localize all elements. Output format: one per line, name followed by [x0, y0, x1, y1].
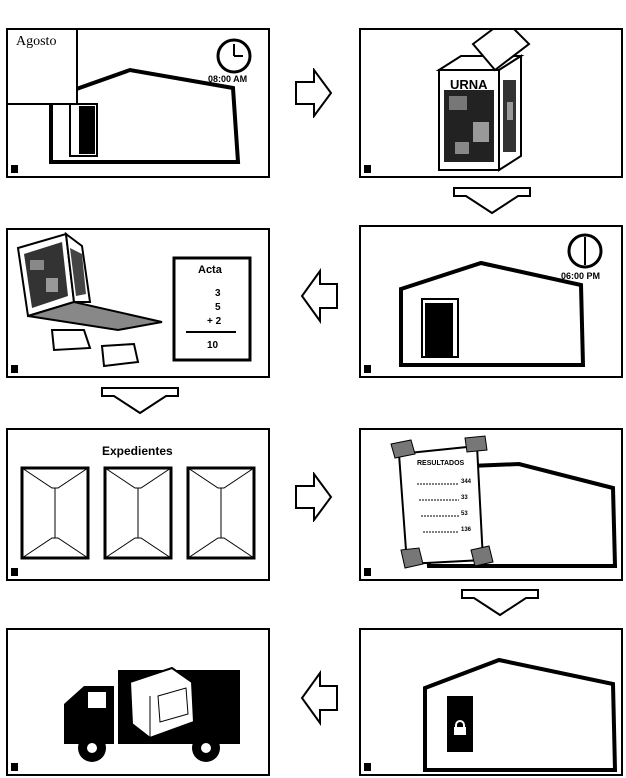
panel-case-files: Expedientes: [6, 428, 270, 581]
ballot-box-label: URNA: [450, 77, 488, 92]
closing-time-label: 06:00 PM: [561, 271, 601, 281]
calendar-month-label: Agosto: [16, 34, 57, 49]
panel-station-locked: [359, 628, 623, 776]
ballot-box-icon: [435, 30, 531, 172]
panel-number-badge: [364, 568, 371, 576]
panel-number-badge: [11, 165, 18, 173]
results-poster-title: RESULTADOS: [417, 460, 465, 467]
panel-number-badge: [364, 165, 371, 173]
arrow-left-icon: [300, 670, 338, 726]
arrow-down-icon: [461, 589, 539, 617]
tally-total: 10: [207, 340, 219, 351]
polling-station-locked-illustration: [423, 657, 618, 772]
panel-voting: URNA: [359, 28, 623, 178]
panel-polling-station-closing: 06:00 PM: [359, 225, 623, 378]
tally-value: 5: [215, 302, 221, 313]
arrow-down-icon: [453, 187, 531, 215]
truck-icon: [64, 666, 240, 762]
tally-value: + 2: [207, 316, 222, 327]
calendar-icon: Agosto: [8, 30, 78, 105]
envelope-icon: [20, 466, 256, 560]
panel-number-badge: [364, 365, 371, 373]
panel-number-badge: [364, 763, 371, 771]
arrow-left-icon: [300, 268, 338, 324]
case-files-title: Expedientes: [102, 444, 173, 458]
panel-polling-station-opening: Agosto 08:00 AM: [6, 28, 270, 178]
polling-station-closing-illustration: [399, 260, 586, 367]
panel-number-badge: [11, 763, 18, 771]
arrow-right-icon: [295, 472, 333, 522]
panel-counting: Acta 3 5 + 2 10: [6, 228, 270, 378]
panel-number-badge: [11, 365, 18, 373]
results-row-value: 53: [461, 511, 468, 517]
panel-results-posting: RESULTADOS 344 33 53 136: [359, 428, 623, 581]
arrow-right-icon: [295, 68, 333, 118]
results-poster-illustration: [390, 435, 618, 569]
computer-icon: [16, 231, 252, 368]
arrow-down-icon: [101, 387, 179, 415]
clock-icon: [567, 233, 603, 269]
polling-station-opening-illustration: [49, 67, 241, 164]
panel-number-badge: [11, 568, 18, 576]
opening-time-label: 08:00 AM: [208, 74, 248, 84]
padlock-icon: [454, 720, 466, 735]
tally-sheet-title: Acta: [198, 264, 222, 276]
panel-transport: [6, 628, 270, 776]
results-row-value: 344: [461, 479, 472, 485]
clock-icon: [216, 38, 252, 74]
results-row-value: 33: [461, 495, 468, 501]
tally-value: 3: [215, 288, 221, 299]
results-row-value: 136: [461, 527, 472, 533]
